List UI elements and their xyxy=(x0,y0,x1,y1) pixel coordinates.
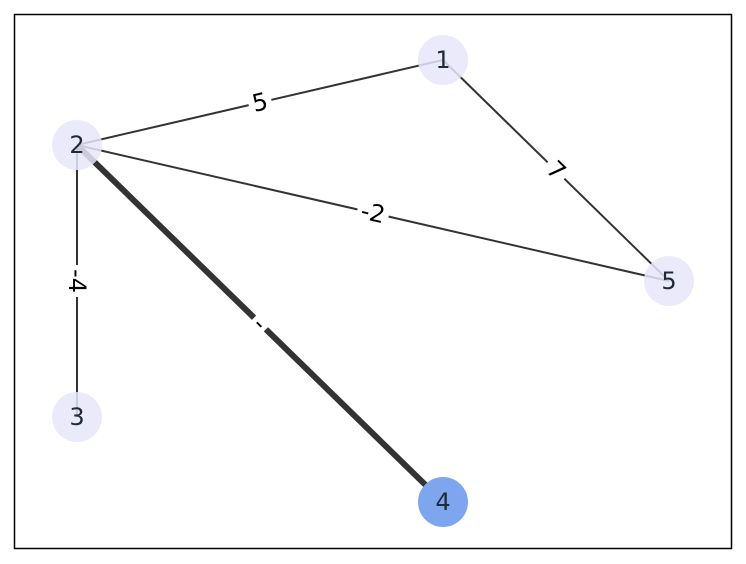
node-label: 4 xyxy=(435,488,450,516)
node-circle xyxy=(418,477,468,527)
edge-label-bg xyxy=(353,193,393,233)
node-5[interactable]: 5 xyxy=(644,256,694,306)
edge-weight-text: 5 xyxy=(249,87,270,118)
node-circle xyxy=(52,120,102,170)
edge-label-bg xyxy=(242,306,278,341)
node-circle xyxy=(644,256,694,306)
node-circle xyxy=(52,392,102,442)
node-label: 2 xyxy=(69,131,84,159)
edge-label-2-5: -2 xyxy=(353,193,393,233)
edge-label-2-3: -4 xyxy=(61,265,93,297)
edge-label-bg xyxy=(536,150,576,191)
plot-frame xyxy=(13,13,733,550)
nodes-layer: 1 2 3 4 5 xyxy=(52,35,694,527)
edge-label-bg xyxy=(61,265,93,297)
node-label: 5 xyxy=(661,267,676,295)
node-label: 1 xyxy=(435,46,450,74)
node-4[interactable]: 4 xyxy=(418,477,468,527)
node-2[interactable]: 2 xyxy=(52,120,102,170)
edge-weight-text: -4 xyxy=(63,269,91,293)
edge-label-bg xyxy=(245,84,275,121)
node-1[interactable]: 1 xyxy=(418,35,468,85)
node-circle xyxy=(418,35,468,85)
node-3[interactable]: 3 xyxy=(52,392,102,442)
node-label: 3 xyxy=(69,403,84,431)
edge-labels-layer: 57-2-4- xyxy=(61,84,576,341)
edge-label-2-1: 5 xyxy=(245,84,275,121)
